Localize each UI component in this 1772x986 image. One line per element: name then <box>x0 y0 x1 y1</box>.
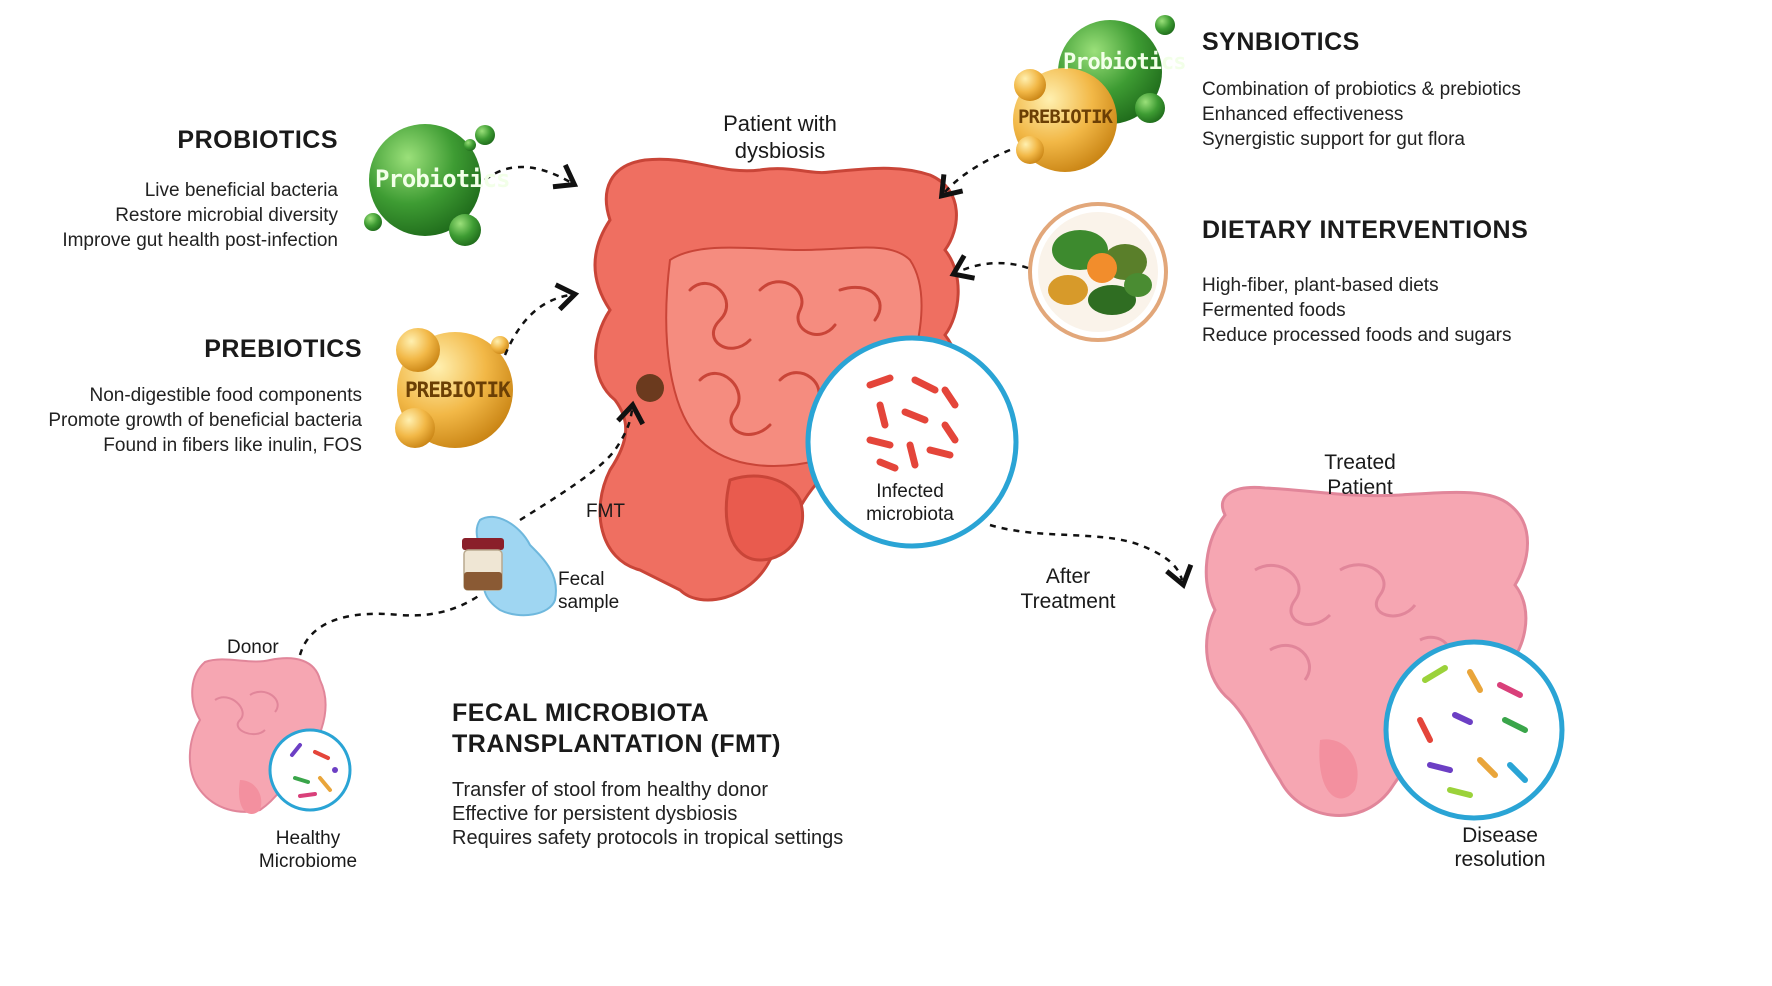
infected-microbiota-label: Infected microbiota <box>840 480 980 526</box>
donor-label: Donor <box>227 637 279 658</box>
fmt-arrow-label: FMT <box>586 501 626 522</box>
dietary-line: High-fiber, plant-based diets <box>1202 275 1439 296</box>
synbiotics-probiotics-badge-label: Probiotics <box>1063 50 1186 75</box>
caption-line: Patient <box>1327 476 1393 499</box>
synbiotics-description: Combination of probiotics & prebiotics E… <box>1202 77 1770 152</box>
fecal-sample-label: Fecal sample <box>558 568 658 614</box>
disease-resolution-label: Disease resolution <box>1435 824 1565 872</box>
synbiotics-prebiotik-badge-label: PREBIOTIK <box>1018 106 1113 128</box>
caption-line: Infected <box>876 481 944 502</box>
probiotics-line: Live beneficial bacteria <box>144 180 338 201</box>
probiotics-description: Live beneficial bacteria Restore microbi… <box>0 178 338 253</box>
prebiotics-description: Non-digestible food components Promote g… <box>0 383 362 458</box>
dietary-line: Fermented foods <box>1202 300 1346 321</box>
arrow-donor <box>298 593 481 656</box>
bacteria-icon <box>866 374 959 472</box>
fmt-title: FECAL MICROBIOTA TRANSPLANTATION (FMT) <box>452 698 952 760</box>
caption-line: dysbiosis <box>734 138 826 163</box>
arrow-prebiotics <box>503 282 580 356</box>
prebiotik-badge-label: PREBIOTIK <box>405 378 511 402</box>
arrows <box>298 148 1194 656</box>
arrow-dietary <box>949 254 1029 281</box>
dietary-line: Reduce processed foods and sugars <box>1202 325 1512 346</box>
after-treatment-label: After Treatment <box>1003 564 1133 614</box>
caption-line: sample <box>558 592 620 613</box>
treated-intestine-icon <box>1204 485 1529 817</box>
prebiotics-line: Non-digestible food components <box>89 385 362 406</box>
fmt-line: Transfer of stool from healthy donor <box>452 779 769 801</box>
fmt-title-line: TRANSPLANTATION (FMT) <box>452 730 781 758</box>
arrow-synbiotics <box>938 148 1011 199</box>
disease-resolution-circle <box>1383 639 1565 821</box>
caption-line: After <box>1045 565 1091 588</box>
probiotics-capsule-icon <box>364 124 495 246</box>
probiotics-line: Improve gut health post-infection <box>62 230 338 251</box>
caption-line: Microbiome <box>258 851 358 872</box>
healthy-microbiome-label: Healthy Microbiome <box>240 827 376 873</box>
prebiotics-line: Promote growth of beneficial bacteria <box>48 410 362 431</box>
dietary-title: DIETARY INTERVENTIONS <box>1202 216 1529 244</box>
prebiotics-line: Found in fibers like inulin, FOS <box>103 435 362 456</box>
caption-line: Fecal <box>558 569 605 590</box>
food-plate-icon <box>1028 202 1168 342</box>
caption-line: Treatment <box>1020 590 1116 613</box>
caption-line: Patient with <box>723 111 837 136</box>
probiotics-badge-label: Probiotics <box>375 165 511 193</box>
donor-intestine-icon <box>188 657 352 815</box>
stool-sample-jar-icon <box>462 538 504 591</box>
synbiotics-line: Combination of probiotics & prebiotics <box>1202 79 1521 100</box>
caption-line: Healthy <box>275 828 341 849</box>
dietary-description: High-fiber, plant-based diets Fermented … <box>1202 273 1770 348</box>
probiotics-title: PROBIOTICS <box>177 126 338 154</box>
prebiotik-capsule-icon <box>395 328 513 448</box>
caption-line: resolution <box>1454 848 1546 871</box>
caption-line: microbiota <box>866 504 954 525</box>
fmt-title-line: FECAL MICROBIOTA <box>452 699 710 727</box>
caption-line: Disease <box>1462 824 1538 847</box>
prebiotics-title: PREBIOTICS <box>204 335 362 363</box>
patient-dysbiosis-label: Patient with dysbiosis <box>680 110 880 164</box>
synbiotics-line: Synergistic support for gut flora <box>1202 129 1465 150</box>
synbiotics-capsule-icon <box>1013 15 1175 172</box>
synbiotics-line: Enhanced effectiveness <box>1202 104 1404 125</box>
treated-patient-label: Treated Patient <box>1300 450 1420 500</box>
fmt-line: Requires safety protocols in tropical se… <box>452 827 844 849</box>
fmt-line: Effective for persistent dysbiosis <box>452 803 738 825</box>
probiotics-line: Restore microbial diversity <box>115 205 338 226</box>
arrow-after-treatment <box>989 523 1194 589</box>
arrow-fmt <box>519 400 645 522</box>
synbiotics-title: SYNBIOTICS <box>1202 28 1360 56</box>
caption-line: Treated <box>1324 451 1396 474</box>
fmt-description: Transfer of stool from healthy donor Eff… <box>452 778 1012 850</box>
infected-microbiota-circle <box>805 335 1019 549</box>
